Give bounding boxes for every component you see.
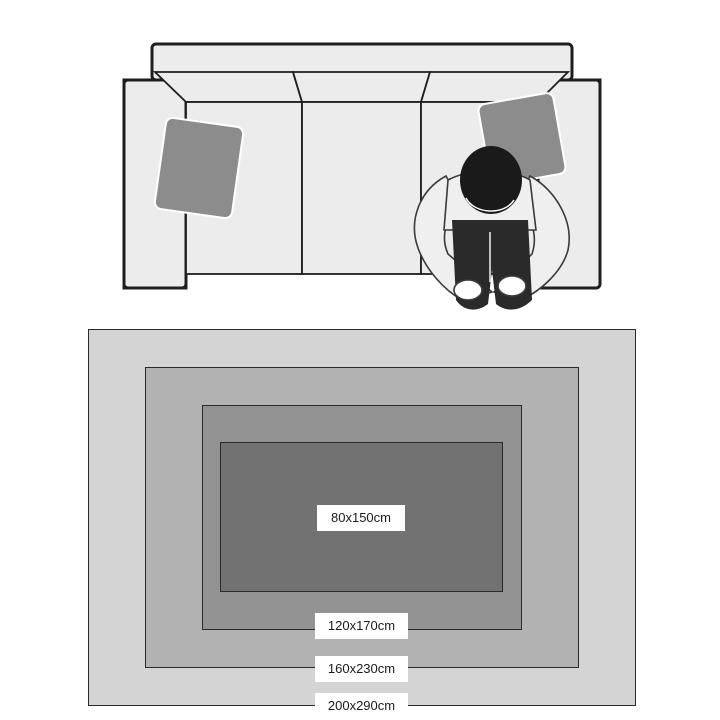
size-label-80x150: 80x150cm — [317, 505, 405, 531]
back-cushion-middle — [291, 71, 432, 103]
size-label-160x230: 160x230cm — [315, 656, 408, 682]
size-label-120x170: 120x170cm — [315, 613, 408, 639]
sofa-with-person-illustration — [122, 42, 602, 310]
throw-pillow-left — [153, 116, 245, 220]
person-hand-left — [453, 279, 483, 301]
person-icon — [413, 146, 570, 310]
person-head — [460, 146, 522, 214]
person-hand-right — [497, 275, 527, 297]
seat-cushion-middle — [301, 101, 422, 275]
size-label-200x290: 200x290cm — [315, 693, 408, 719]
